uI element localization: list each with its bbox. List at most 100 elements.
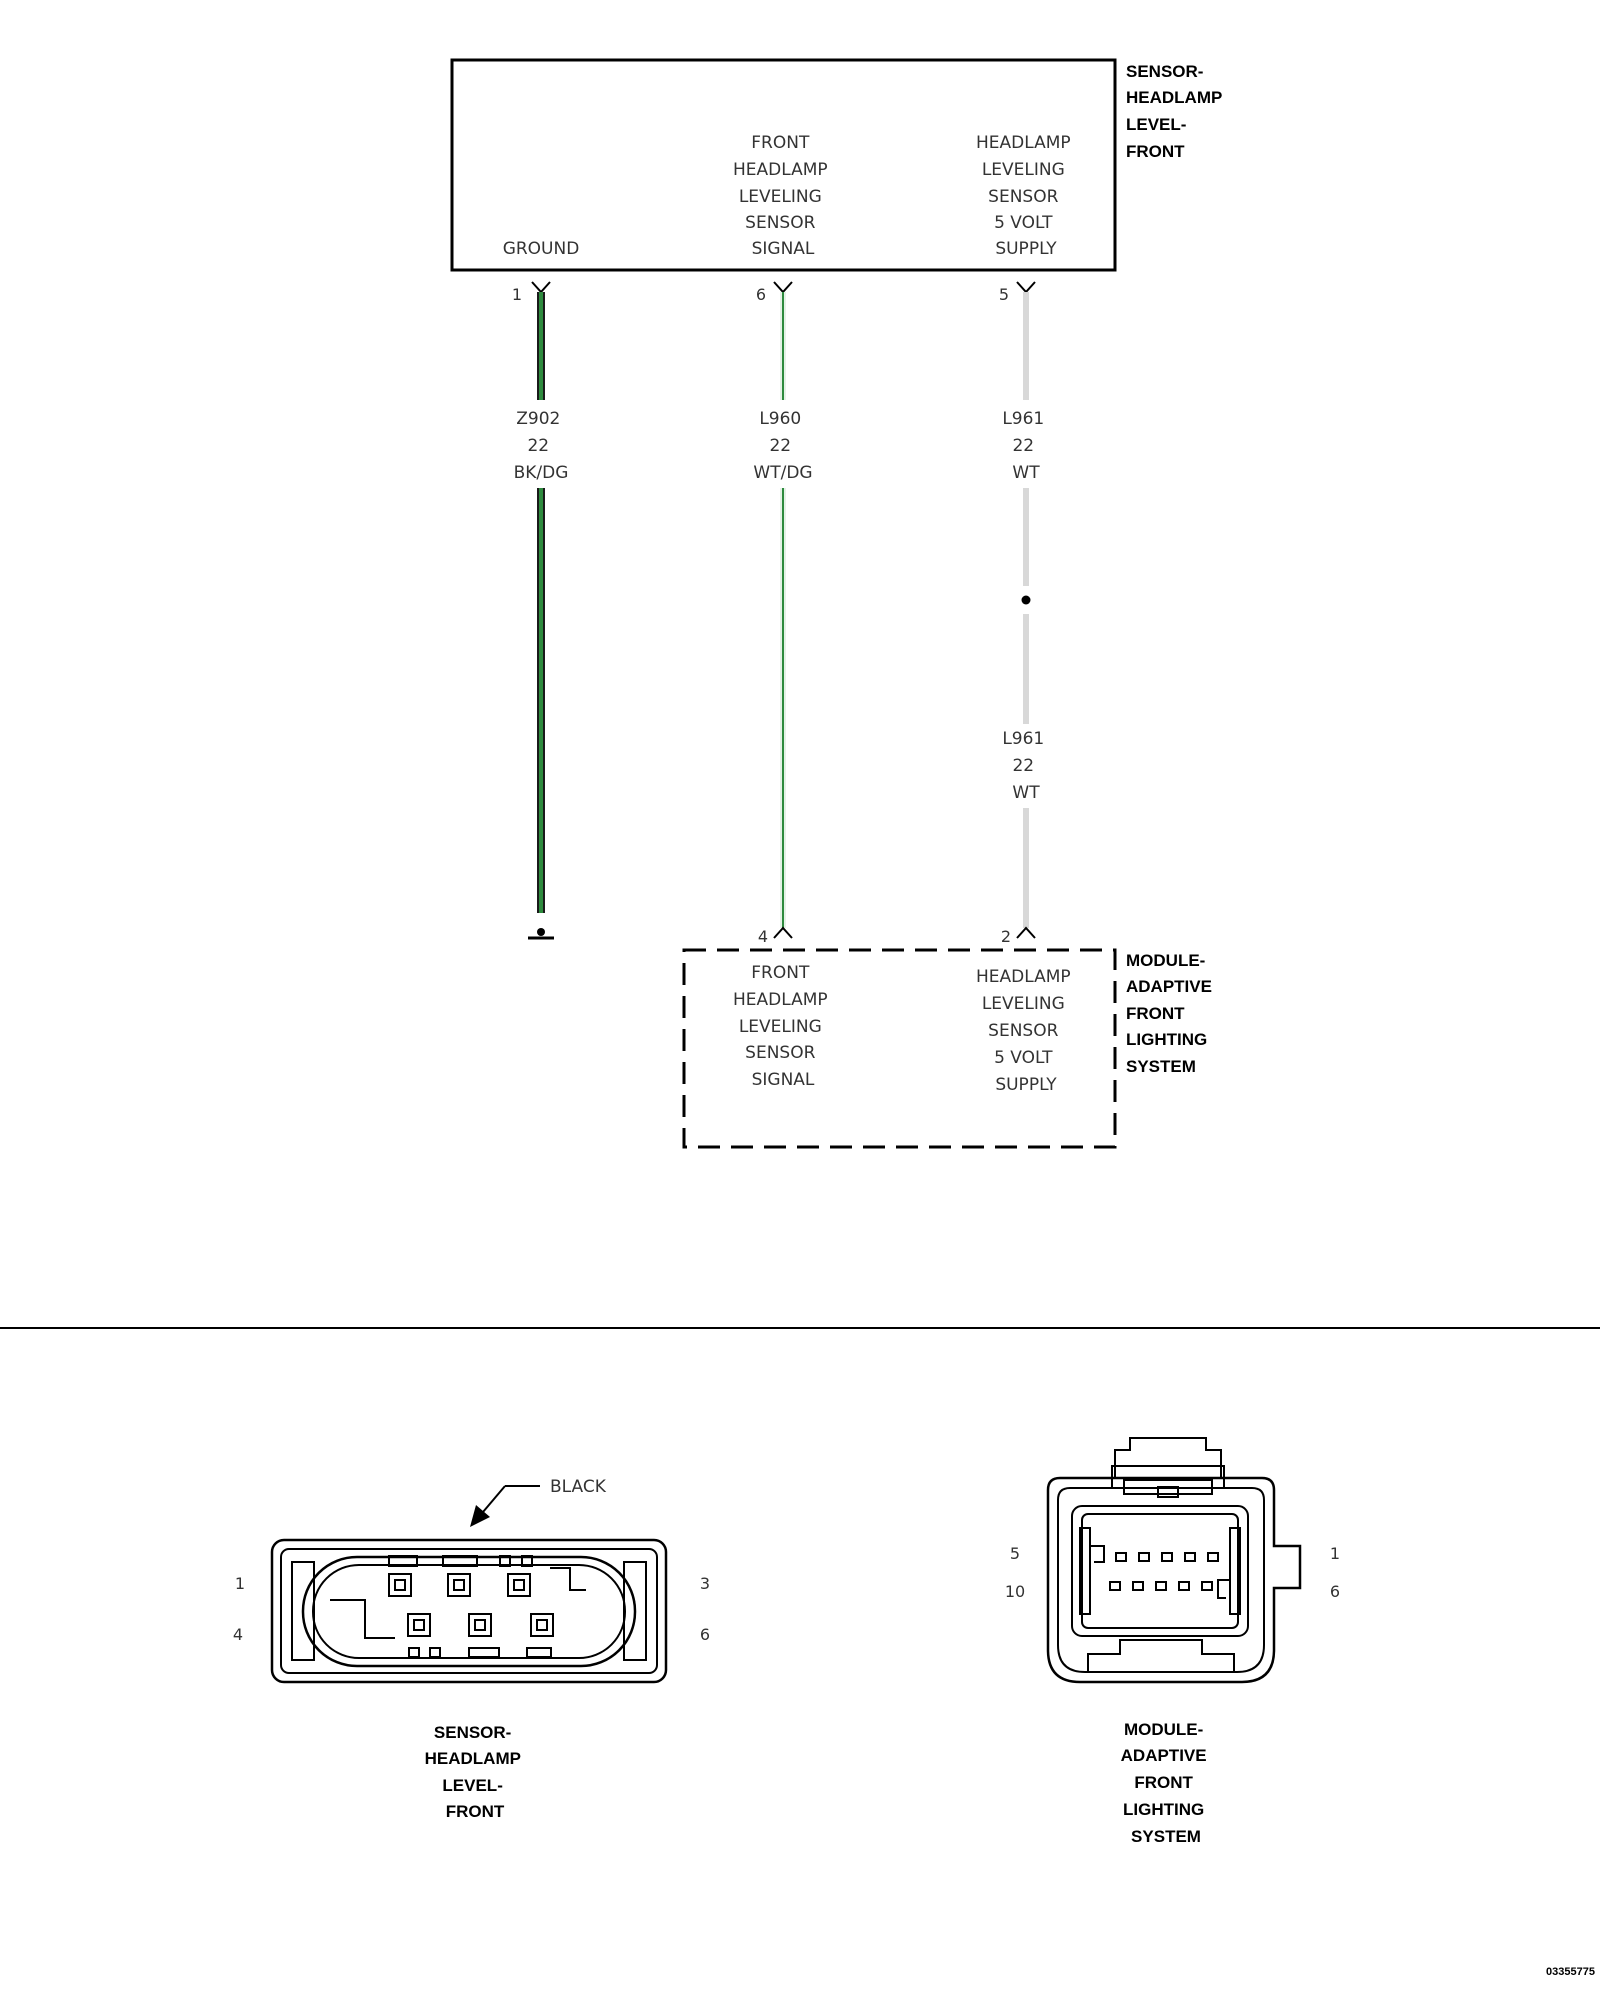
sensor-pin-number: 5 bbox=[999, 285, 1009, 304]
pin-function-line: SENSOR bbox=[745, 213, 815, 233]
pin-function-line: HEADLAMP bbox=[733, 160, 828, 180]
pin-function-line: SUPPLY bbox=[995, 1075, 1057, 1095]
pin-function-line: LEVELING bbox=[739, 1017, 822, 1037]
pin-function-line: SENSOR bbox=[988, 1021, 1058, 1041]
terminal-cavity-row bbox=[1115, 1552, 1219, 1562]
wire-color: WT/DG bbox=[753, 463, 812, 483]
sensor-connector-view: BLACK 1 4 3 6 SENSOR- HEADLAMP bbox=[233, 1477, 710, 1821]
sensor-headlamp-level-front: SENSOR- HEADLAMP LEVEL- FRONT GROUND FRO… bbox=[450, 58, 1227, 304]
connector-callout: BLACK bbox=[550, 1477, 607, 1497]
connector-title-line: MODULE- bbox=[1124, 1720, 1203, 1739]
connector-title-line: LIGHTING bbox=[1123, 1800, 1204, 1819]
module-title-line: MODULE- bbox=[1126, 951, 1205, 970]
pin-function-line: LEVELING bbox=[982, 160, 1065, 180]
wire-l961 bbox=[1021, 292, 1031, 928]
wire-circuit: L960 bbox=[759, 409, 801, 429]
wire-gauge: 22 bbox=[769, 436, 791, 456]
terminal-chevron bbox=[773, 926, 793, 939]
terminal-chevron bbox=[1016, 281, 1036, 294]
wire-gauge: 22 bbox=[527, 436, 549, 456]
terminal-cavity bbox=[507, 1573, 531, 1597]
sensor-pin-number: 6 bbox=[756, 285, 766, 304]
pin-function-line: HEADLAMP bbox=[976, 967, 1071, 987]
wire-gauge: 22 bbox=[1012, 436, 1034, 456]
wire-circuit: Z902 bbox=[516, 409, 560, 429]
wire-l960 bbox=[780, 292, 786, 928]
wire-label-z902: Z902 22 BK/DG bbox=[514, 409, 569, 483]
pin-function-line: SUPPLY bbox=[995, 239, 1057, 259]
pin-function-line: LEVELING bbox=[739, 187, 822, 207]
module-box bbox=[682, 948, 1117, 1149]
wire-label-l961: L961 22 WT bbox=[1002, 409, 1049, 483]
pin-function-line: SIGNAL bbox=[752, 239, 815, 259]
cavity-number: 6 bbox=[700, 1625, 710, 1644]
terminal-cavity bbox=[468, 1613, 492, 1637]
pin-function-line: 5 VOLT bbox=[994, 1048, 1053, 1068]
wire-color: WT bbox=[1012, 463, 1040, 483]
wire-gauge: 22 bbox=[1012, 756, 1034, 776]
connector-title-line: LEVEL- bbox=[442, 1776, 502, 1795]
figure-code: 03355775 bbox=[1546, 1966, 1595, 1978]
module-connector-view: 5 10 1 6 MODULE- ADAPTIVE FRONT LIGHTING… bbox=[1005, 1437, 1340, 1846]
sensor-title: SENSOR- HEADLAMP LEVEL- FRONT bbox=[1126, 62, 1227, 161]
wire-color: WT bbox=[1012, 783, 1040, 803]
module-title-line: ADAPTIVE bbox=[1126, 977, 1212, 996]
pin-function-line: HEADLAMP bbox=[976, 133, 1071, 153]
wire-circuit: L961 bbox=[1002, 409, 1044, 429]
sensor-pin-5-function: HEADLAMP LEVELING SENSOR 5 VOLT SUPPLY bbox=[976, 133, 1076, 259]
module-pin-4-function: FRONT HEADLAMP LEVELING SENSOR SIGNAL bbox=[733, 963, 833, 1090]
pin-function-line: FRONT bbox=[751, 963, 810, 983]
module-pin-number: 4 bbox=[758, 927, 768, 946]
connector-title-line: HEADLAMP bbox=[425, 1749, 521, 1768]
terminal-cavity bbox=[447, 1573, 471, 1597]
terminal-chevron bbox=[773, 281, 793, 294]
wire-label-l960: L960 22 WT/DG bbox=[753, 409, 812, 483]
terminal-cavity bbox=[407, 1613, 431, 1637]
module-title-line: LIGHTING bbox=[1126, 1030, 1207, 1049]
pin-function-line: LEVELING bbox=[982, 994, 1065, 1014]
sensor-title-line: HEADLAMP bbox=[1126, 88, 1222, 107]
pin-function-line: SIGNAL bbox=[752, 1070, 815, 1090]
connector-title-line: FRONT bbox=[1134, 1773, 1193, 1792]
module-pin-2-function: HEADLAMP LEVELING SENSOR 5 VOLT SUPPLY bbox=[976, 967, 1076, 1095]
sensor-box bbox=[450, 58, 1117, 272]
cavity-number: 4 bbox=[233, 1625, 243, 1644]
wire-z902 bbox=[537, 292, 545, 913]
connector-title-line: SENSOR- bbox=[434, 1723, 511, 1742]
terminal-cavity bbox=[530, 1613, 554, 1637]
pin-function-line: SENSOR bbox=[745, 1043, 815, 1063]
connector-title-line: FRONT bbox=[446, 1802, 505, 1821]
cavity-number: 1 bbox=[1330, 1544, 1340, 1563]
module-title: MODULE- ADAPTIVE FRONT LIGHTING SYSTEM bbox=[1126, 951, 1217, 1076]
sensor-pin-1-function: GROUND bbox=[503, 239, 580, 259]
cavity-number: 6 bbox=[1330, 1582, 1340, 1601]
sensor-title-line: SENSOR- bbox=[1126, 62, 1203, 81]
pin-function-line: 5 VOLT bbox=[994, 213, 1053, 233]
sensor-pin-6-function: FRONT HEADLAMP LEVELING SENSOR SIGNAL bbox=[733, 133, 833, 259]
module-pin-number: 2 bbox=[1001, 927, 1011, 946]
cavity-number: 10 bbox=[1005, 1582, 1025, 1601]
pin-function-line: HEADLAMP bbox=[733, 990, 828, 1010]
terminal-cavity bbox=[388, 1573, 412, 1597]
sensor-pin-number: 1 bbox=[512, 285, 522, 304]
wire-label-l961: L961 22 WT bbox=[1002, 729, 1049, 803]
module-title-line: FRONT bbox=[1126, 1004, 1185, 1023]
connector-title-line: SYSTEM bbox=[1131, 1827, 1201, 1846]
connector-title-line: ADAPTIVE bbox=[1121, 1746, 1207, 1765]
sensor-title-line: LEVEL- bbox=[1126, 115, 1186, 134]
cavity-number: 3 bbox=[700, 1574, 710, 1593]
pin-function-line: GROUND bbox=[503, 239, 580, 259]
terminal-chevron bbox=[531, 281, 551, 294]
wire-color: BK/DG bbox=[514, 463, 569, 483]
terminal-chevron bbox=[1016, 926, 1036, 939]
wire-circuit: L961 bbox=[1002, 729, 1044, 749]
module-adaptive-front-lighting-system: 4 2 FRONT HEADLAMP LEVELING SENSOR SIGNA… bbox=[682, 926, 1217, 1149]
pin-function-line: SENSOR bbox=[988, 187, 1058, 207]
sensor-title-line: FRONT bbox=[1126, 142, 1185, 161]
ground-symbol bbox=[528, 928, 554, 940]
connector-title: MODULE- ADAPTIVE FRONT LIGHTING SYSTEM bbox=[1121, 1720, 1212, 1846]
connector-title: SENSOR- HEADLAMP LEVEL- FRONT bbox=[425, 1723, 526, 1821]
cavity-number: 5 bbox=[1010, 1544, 1020, 1563]
cavity-number: 1 bbox=[235, 1574, 245, 1593]
